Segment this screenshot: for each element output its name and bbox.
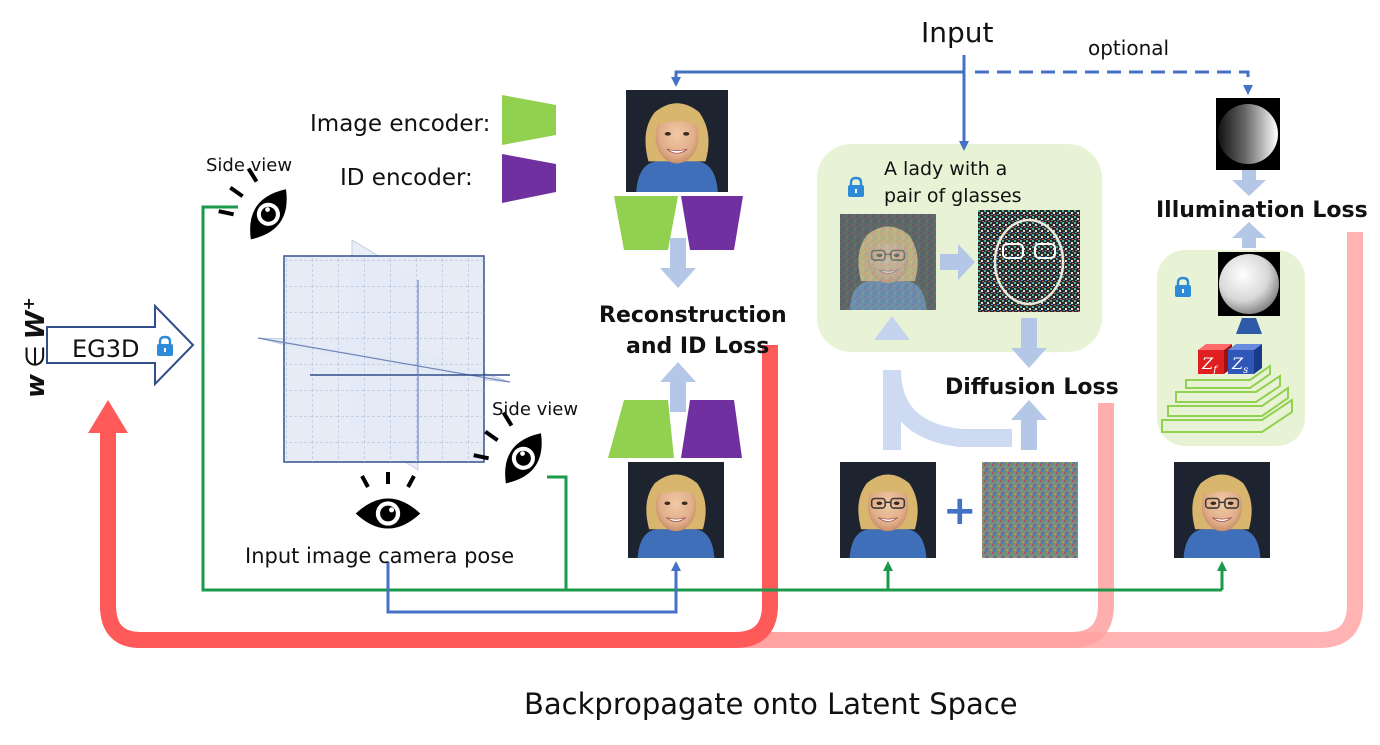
backprop-arrow-head [88, 400, 128, 433]
latent-label: w∈W+ [19, 297, 51, 398]
shading-to-loss-arrow [1232, 170, 1266, 196]
z-f-label: Zf [1201, 354, 1219, 376]
add-noise-curve-arrow [883, 369, 1012, 450]
recon-loss-line1: Reconstruction [599, 303, 787, 328]
latent-plus: + [19, 297, 38, 310]
side-view-eye-right [473, 411, 553, 492]
input-label: Input [921, 16, 994, 49]
shading-map [1216, 98, 1280, 170]
eye-icon [239, 181, 298, 248]
side-view-top-label: Side view [206, 155, 292, 176]
image-encoder-shape [502, 95, 556, 145]
latent-in: ∈ [21, 345, 51, 368]
eye-icon [494, 425, 553, 492]
camera-pose-arrow [386, 561, 681, 614]
image-encoder-top [614, 196, 678, 250]
noise-to-loss-arrow [1011, 318, 1047, 368]
eye-icon [355, 498, 421, 529]
rendered-face-photo [628, 462, 724, 558]
backprop-arrow-diffusion [140, 403, 1114, 648]
svg-text:w∈W+: w∈W+ [19, 297, 51, 398]
input-face-photo [626, 90, 728, 192]
id-encoder-label: ID encoder: [340, 165, 473, 191]
side-view-right-label: Side view [492, 399, 578, 420]
plus-symbol: + [943, 488, 977, 534]
id-encoder-shape [502, 154, 556, 203]
rendered-sphere [1218, 252, 1280, 316]
triplane [257, 239, 511, 471]
input-arrow-optional [975, 70, 1253, 95]
noise-input-arrow [1011, 400, 1047, 450]
image-encoder-bottom [608, 400, 674, 458]
encoder-to-loss-arrow [660, 238, 696, 288]
add-noise-arrow-head [874, 316, 910, 340]
denoise-arrow [940, 244, 975, 280]
input-pose-eye [355, 472, 421, 529]
eg3d-arrow-shape [46, 303, 195, 387]
illumination-loss-label: Illumination Loss [1156, 198, 1368, 223]
side-view-line-top [201, 205, 1222, 592]
illumination-face-photo [1174, 462, 1270, 558]
id-encoder-top [681, 196, 743, 250]
recon-loss-line2: and ID Loss [626, 334, 769, 359]
z-s-cube: Zs [1228, 344, 1262, 376]
diffusion-face-photo [840, 462, 936, 558]
image-encoder-label: Image encoder: [310, 111, 490, 137]
z-f-cube: Zf [1198, 344, 1232, 376]
backpropagate-label: Backpropagate onto Latent Space [524, 687, 1018, 721]
input-pose-label: Input image camera pose [245, 544, 514, 568]
gaussian-noise-image [982, 462, 1078, 558]
predicted-noise-image [978, 210, 1080, 312]
diffusion-loss-label: Diffusion Loss [945, 375, 1119, 400]
side-view-eye-top [218, 167, 298, 248]
input-arrow-to-recon [671, 55, 966, 87]
optional-label: optional [1088, 36, 1169, 60]
side-view-line-right [547, 475, 568, 590]
z-s-label: Zs [1231, 354, 1248, 376]
lighting-network [1161, 364, 1293, 433]
sphere-to-loss-arrow [1232, 222, 1266, 248]
render-to-loss-arrow [660, 362, 696, 412]
eg3d-label: EG3D [72, 335, 140, 363]
id-encoder-bottom [681, 400, 742, 458]
noisy-face-image [840, 214, 936, 310]
latent-w: w [21, 373, 51, 398]
backprop-arrow-reconstruction [100, 345, 778, 648]
prompt-line1: A lady with a [884, 158, 1007, 180]
lighting-net-arrow [1236, 318, 1262, 334]
prompt-line2: pair of glasses [884, 185, 1022, 207]
